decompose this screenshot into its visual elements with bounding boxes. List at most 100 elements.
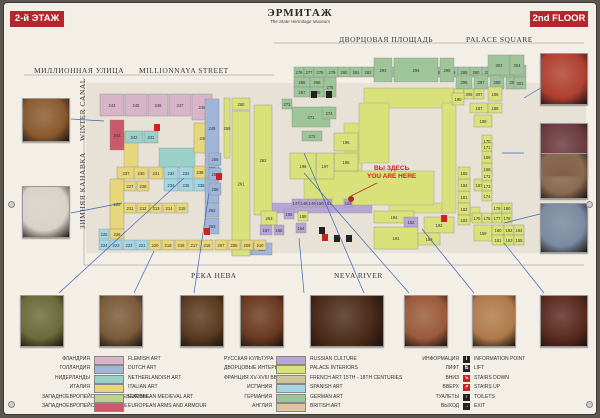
room-number-294: 294 (413, 68, 421, 73)
room-number-176: 176 (484, 216, 492, 221)
room-number-171: 171 (484, 145, 492, 150)
thumb-leonardo-madonna (99, 295, 143, 347)
legend-item: ЗАПАДНОЕВРОПЕЙСКОЕ ОРУЖИЕEUROPEAN ARMS A… (42, 402, 207, 412)
room-number-169: 169 (484, 155, 492, 160)
room-number-178: 178 (504, 216, 512, 221)
connector-line (193, 192, 210, 294)
room-number-209: 209 (244, 243, 252, 248)
room-number-282: 282 (365, 70, 373, 75)
room-number-152: 152 (408, 220, 416, 225)
room-number-256: 256 (212, 157, 220, 162)
stairs-up-icon (441, 215, 447, 222)
room-number-147: 147 (293, 201, 301, 206)
room-151 (323, 198, 333, 208)
room-number-263: 263 (266, 216, 274, 221)
legend-label-en: FRENCH ART 15TH - 18TH CENTURIES (310, 374, 403, 381)
board-pin (586, 201, 593, 208)
legend-label-en: DUTCH ART (128, 365, 157, 372)
room-number-207: 207 (218, 243, 226, 248)
room-number-303: 303 (496, 63, 504, 68)
room-241 (143, 130, 159, 144)
room-number-246: 246 (155, 103, 163, 108)
connector-line (70, 202, 123, 214)
legend-label-ru: ФРАНЦИЯ XV-XVIII ВВ. (224, 374, 279, 381)
room-209 (240, 239, 254, 251)
room-number-272: 272 (309, 134, 317, 139)
room-number-179: 179 (494, 206, 502, 211)
room-number-258: 258 (212, 187, 220, 192)
thumb-rembrandt-old-man (310, 295, 384, 347)
room-222 (122, 239, 136, 251)
room-208 (227, 239, 241, 251)
legend-label-ru: ГЕРМАНИЯ (244, 393, 272, 400)
legend-label-ru: ЗАПАДНОЕВРОПЕЙСКОЕ ОРУЖИЕ (42, 403, 128, 409)
stairs-up-icon (204, 228, 210, 235)
room-307 (473, 88, 485, 100)
room-294 (393, 57, 439, 83)
stairs-up-icon (322, 234, 328, 241)
legend-service-ru: ТУАЛЕТЫ (435, 393, 459, 400)
hermitage-logo: ЭРМИТАЖ The State Hermitage Museum (266, 7, 334, 24)
room-number-225: 225 (101, 232, 109, 237)
room-210 (253, 239, 267, 251)
room-number-261: 261 (238, 181, 246, 186)
legend-item: ГОЛЛАНДИЯ DUTCH ART (42, 364, 157, 375)
room-number-162: 162 (506, 228, 514, 233)
room-number-197: 197 (322, 164, 330, 169)
board-pin (586, 401, 593, 408)
board-pin (8, 401, 15, 408)
legend-swatch (276, 403, 306, 412)
room-number-241: 241 (148, 135, 156, 140)
room-number-287: 287 (436, 70, 444, 75)
thumb-winter-canal-interior (22, 98, 70, 142)
room-198 (289, 152, 317, 180)
thumb-gallery-hall (472, 295, 516, 347)
room-number-231: 231 (153, 171, 161, 176)
room-number-259: 259 (224, 126, 232, 131)
room-number-214: 214 (166, 206, 174, 211)
room-235 (178, 178, 194, 192)
thumb-madonna-left (20, 295, 64, 347)
room-272 (301, 130, 323, 142)
room-180 (501, 202, 513, 214)
room-number-279: 279 (329, 70, 337, 75)
connector-line (70, 118, 105, 122)
room-number-295: 295 (444, 68, 452, 73)
stairs-down-icon (216, 173, 222, 180)
room-number-260: 260 (238, 102, 246, 107)
legend-swatch (94, 393, 124, 403)
legend-label-en: GERMAN ART (310, 393, 343, 400)
room-171 (481, 142, 493, 152)
legend-swatch (94, 384, 124, 394)
legend-label-ru: ГОЛЛАНДИЯ (59, 365, 90, 372)
room-number-154: 154 (298, 226, 306, 231)
legend-label-en: NETHERLANDISH ART (128, 374, 182, 381)
room-number-183: 183 (461, 218, 469, 223)
room-number-148: 148 (301, 201, 309, 206)
thumb-throne-room (540, 53, 588, 105)
legend-item: ЗАПАДНОЕВРОПЕЙСКОЕ СРЕДНЕВЕКОВЬЕEUROPEAN… (42, 393, 193, 403)
exit-icon: → (463, 403, 470, 410)
room-number-280: 280 (341, 70, 349, 75)
legend-label-en: EUROPEAN ARMS AND ARMOUR (128, 403, 207, 409)
room-number-212: 212 (140, 206, 148, 211)
room-number-227: 227 (127, 184, 135, 189)
connector-line (303, 172, 410, 294)
room-246 (147, 93, 169, 117)
thumb-lady-in-garden (540, 153, 588, 199)
room-number-165: 165 (516, 238, 524, 243)
room-number-289: 289 (461, 70, 469, 75)
room-number-266: 266 (299, 80, 307, 85)
room-189 (473, 114, 493, 128)
room-number-149: 149 (309, 201, 317, 206)
room-217 (187, 239, 201, 251)
room-number-243: 243 (114, 133, 122, 138)
legend-label-ru: ФЛАНДРИЯ (62, 356, 90, 362)
room-214 (162, 202, 176, 214)
room-number-215: 215 (179, 206, 187, 211)
room-number-276: 276 (296, 70, 304, 75)
room-number-213: 213 (153, 206, 161, 211)
